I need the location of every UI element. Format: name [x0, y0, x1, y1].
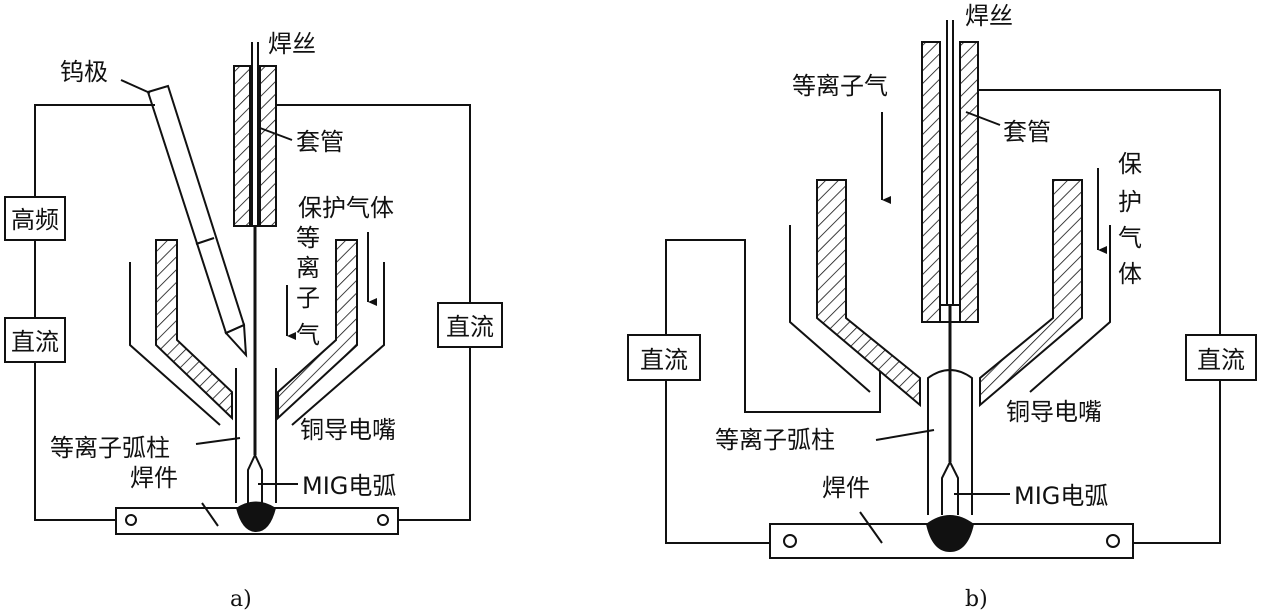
panel-b-wire-label: 焊丝 — [965, 2, 1013, 30]
panel-a-hf-box — [4, 196, 66, 241]
panel-a: 高频 直流 直流 — [4, 30, 503, 612]
panel-a-dc-left-label: 直流 — [11, 328, 59, 356]
panel-b-weld-pool — [926, 515, 974, 552]
panel-a-dc-right-label: 直流 — [446, 313, 494, 341]
panel-a-plasma-column — [235, 368, 277, 503]
panel-a-weld-pool — [236, 501, 276, 532]
panel-b-sleeve-label: 套管 — [1003, 118, 1051, 146]
panel-b-dc-right-box — [1185, 334, 1257, 381]
panel-a-plasma-column-label: 等离子弧柱 — [50, 434, 170, 462]
panel-b-workpiece-label: 焊件 — [822, 474, 870, 502]
panel-b-copper-nozzle — [816, 179, 1083, 408]
panel-a-hf-label: 高频 — [11, 206, 59, 234]
panel-a-wire-label: 焊丝 — [268, 30, 316, 58]
panel-b-shield-cup — [789, 225, 1111, 393]
panel-b-leaders — [859, 111, 1010, 544]
panel-a-dc-right-box — [437, 302, 503, 348]
panel-b-plasma-column — [927, 369, 973, 515]
panel-a-copper-nozzle — [155, 239, 358, 421]
panel-a-welding-wire — [251, 42, 259, 455]
panel-b-shield-label-1: 保 — [1118, 150, 1142, 178]
panel-b-shield-label-4: 体 — [1118, 260, 1142, 288]
panel-a-shield-gas-label: 保护气体 — [298, 194, 394, 222]
panel-a-plasma-gas-label-1: 等 — [296, 224, 320, 252]
panel-a-tungsten-label: 钨极 — [60, 58, 108, 86]
panel-b-dc-right-label: 直流 — [1197, 346, 1245, 374]
panel-a-mig-arc-label: MIG电弧 — [302, 472, 396, 500]
panel-b: 直流 直流 — [627, 2, 1257, 612]
panel-a-workpiece — [115, 501, 399, 535]
panel-a-dc-left-box — [4, 317, 66, 363]
panel-a-sleeve — [233, 65, 277, 227]
panel-a-nozzle-label: 铜导电嘴 — [300, 416, 396, 444]
panel-b-circuit — [665, 89, 1221, 544]
panel-b-caption: b) — [965, 587, 988, 612]
panel-a-plasma-gas-label-4: 气 — [296, 321, 320, 349]
panel-b-plasma-gas-label: 等离子气 — [792, 72, 888, 100]
panel-b-plasma-column-label: 等离子弧柱 — [715, 426, 835, 454]
panel-b-dc-left-box — [627, 334, 701, 381]
panel-b-shield-label-3: 气 — [1118, 224, 1142, 252]
panel-b-sleeve — [921, 41, 979, 323]
panel-b-welding-wire — [946, 20, 954, 462]
panel-a-workpiece-label: 焊件 — [130, 464, 178, 492]
panel-a-tungsten-electrode — [146, 84, 248, 358]
panel-b-mig-arc-label: MIG电弧 — [1014, 482, 1108, 510]
panel-b-workpiece — [769, 515, 1134, 559]
panel-a-leaders — [120, 79, 298, 527]
panel-a-shield-cup — [129, 262, 385, 426]
panel-a-circuit — [34, 104, 471, 521]
panel-a-plasma-gas-label-2: 离 — [296, 254, 320, 282]
panel-a-plasma-gas-label-3: 子 — [296, 284, 320, 312]
panel-b-dc-left-label: 直流 — [640, 346, 688, 374]
panel-a-sleeve-label: 套管 — [296, 128, 344, 156]
panel-a-caption: a) — [230, 587, 252, 612]
panel-b-shield-label-2: 护 — [1118, 188, 1142, 216]
panel-b-nozzle-label: 铜导电嘴 — [1006, 398, 1102, 426]
